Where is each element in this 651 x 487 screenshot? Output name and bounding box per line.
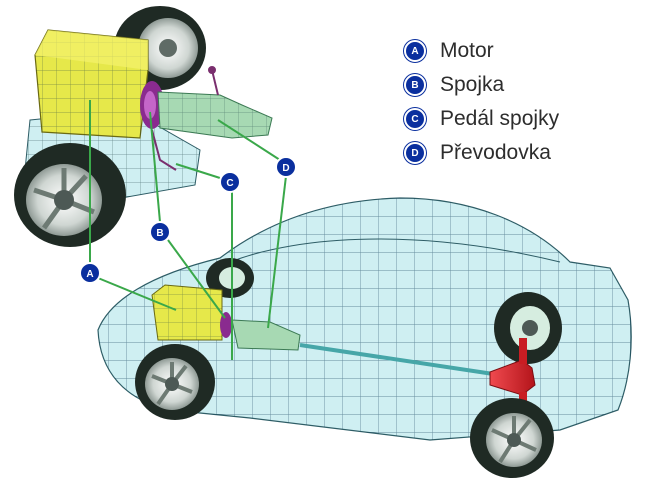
driveshaft [299, 343, 501, 377]
legend-badge-b: B [404, 74, 426, 96]
gearbox-detail [157, 91, 273, 139]
legend-item-motor: A Motor [404, 34, 559, 68]
callout-d: D [275, 156, 297, 178]
svg-text:B: B [156, 228, 163, 239]
legend-label-pedal-spojky: Pedál spojky [440, 107, 560, 130]
legend-badge-c: C [404, 108, 426, 130]
leader-b-car [167, 239, 226, 319]
callout-c: C [219, 171, 241, 193]
wheel-rear-outer [470, 398, 554, 478]
leader-d-car [267, 175, 287, 329]
gearbox-in-car [231, 319, 301, 351]
wheel-detail-front [14, 143, 126, 247]
callout-a: A [79, 262, 101, 284]
leader-b-detail [149, 111, 161, 223]
legend-badge-a: A [404, 40, 426, 62]
drivetrain [151, 284, 536, 412]
legend-item-prevodovka: D Převodovka [404, 136, 559, 170]
clutch-in-car [220, 312, 232, 338]
legend-item-pedal-spojky: C Pedál spojky [404, 102, 559, 136]
leader-c-detail [175, 163, 221, 179]
clutch-pedal-detail [151, 66, 219, 171]
detail-view [14, 6, 273, 247]
legend-item-spojka: B Spojka [404, 68, 559, 102]
legend-badge-d: D [404, 142, 426, 164]
legend-label-motor: Motor [440, 39, 494, 62]
leader-d-detail [217, 119, 281, 161]
legend: A Motor B Spojka C Pedál spojky D Převod… [404, 34, 559, 170]
svg-text:D: D [282, 163, 289, 174]
engine-detail [34, 29, 149, 139]
legend-label-prevodovka: Převodovka [440, 141, 551, 164]
legend-label-spojka: Spojka [440, 73, 505, 96]
wheel-rear-inner [494, 292, 562, 364]
svg-text:C: C [226, 178, 233, 189]
callout-b: B [149, 221, 171, 243]
svg-text:A: A [86, 269, 93, 280]
leader-a-car [97, 277, 177, 311]
leader-lines [89, 100, 287, 360]
wheel-front-outer [135, 344, 215, 420]
